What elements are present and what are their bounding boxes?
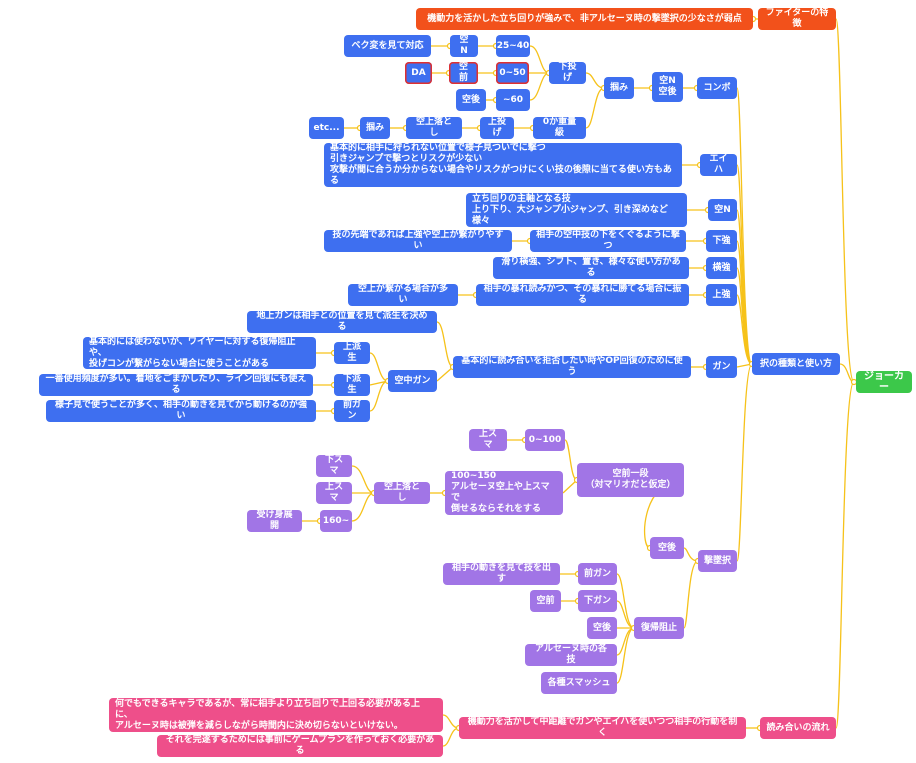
kill-bair2[interactable]: 空後 [587,617,617,639]
gun-down-desc[interactable]: 一番使用頻度が多い。着地をごまかしたり、ライン回復にも使える [39,374,313,396]
gun-fwd[interactable]: 前ガン [334,400,370,422]
combo-down-throw[interactable]: 下投げ [549,62,586,84]
combo-node[interactable]: コンボ [697,77,737,99]
nair-desc[interactable]: 立ち回りの主軸となる技 上り下り、大ジャンプ小ジャンプ、引き深めなど様々 [466,193,687,227]
kill-smashes[interactable]: 各種スマッシュ [541,672,617,694]
gun-up-deriv[interactable]: 上派生 [334,342,370,364]
utilt-desc[interactable]: 相手の暴れ読みかつ、その暴れに勝てる場合に振る [476,284,689,306]
kill-dsmash[interactable]: 下スマ [316,455,352,477]
combo-nair-pct[interactable]: 25~40 [496,35,530,57]
flow-node[interactable]: 読み合いの流れ [760,717,836,739]
gun-up-desc[interactable]: 基本的には使わないが、ワイヤーに対する復帰阻止や、 投げコンが繋がらない場合に使… [83,337,316,369]
combo-bair-pct[interactable]: ~60 [496,89,530,111]
tilt-desc[interactable]: 基本的に相手に狩られない位置で様子見ついでに撃つ 引きジャンプで撃つとリスクが少… [324,143,682,187]
kill-dgun[interactable]: 下ガン [578,590,617,612]
gun-node[interactable]: ガン [706,356,737,378]
root-node[interactable]: ジョーカー [856,371,912,393]
kill-fgun-desc[interactable]: 相手の動きを見て技を出す [443,563,560,585]
kill-tech[interactable]: 受け身展開 [247,510,302,532]
flow-note2[interactable]: それを完遂するためには事前にゲームプランを作っておく必要がある [157,735,443,757]
kill-usmash[interactable]: 上スマ [469,429,507,451]
flow-desc[interactable]: 機動力を活かして中距離でガンやエイハを使いつつ相手の行動を制く [459,717,746,739]
kill-bair[interactable]: 空後 [650,537,684,559]
tilt-node[interactable]: エイハ [700,154,737,176]
moves-node[interactable]: 択の種類と使い方 [752,353,840,375]
combo-nair[interactable]: 空N [450,35,478,57]
feature-desc[interactable]: 機動力を活かした立ち回りが強みで、非アルセーヌ時の撃墜択の少なさが弱点 [416,8,753,30]
dtilt-sub[interactable]: 技の先端であれば上強や空上が繋がりやすい [324,230,512,252]
kill-pct-0-100[interactable]: 0~100 [525,429,565,451]
combo-fair[interactable]: 空前 [449,62,478,84]
combo-reverse[interactable]: ベク変を見て対応 [344,35,431,57]
utilt-node[interactable]: 上強 [706,284,737,306]
gun-air[interactable]: 空中ガン [388,370,437,392]
flow-note1[interactable]: 何でもできるキャラであるが、常に相手より立ち回りで上回る必要がある上に、 アルセ… [109,698,443,732]
dtilt-node[interactable]: 下強 [706,230,737,252]
dtilt-desc[interactable]: 相手の空中技の下をくぐるように撃つ [530,230,686,252]
gun-desc[interactable]: 基本的に読み合いを拒否したい時やOP回復のために使う [453,356,691,378]
kill-edgeguard[interactable]: 復帰阻止 [634,617,684,639]
combo-nair-bair[interactable]: 空N 空後 [652,72,683,102]
kill-step[interactable]: 空前一段 （対マリオだと仮定） [577,463,684,497]
combo-etc[interactable]: etc... [309,117,344,139]
combo-air-drop[interactable]: 空上落とし [406,117,462,139]
kill-fair[interactable]: 空前 [530,590,561,612]
kill-usmash2[interactable]: 上スマ [316,482,352,504]
combo-grab[interactable]: 掴み [604,77,634,99]
combo-grab2[interactable]: 掴み [360,117,390,139]
ftilt-node[interactable]: 横強 [706,257,737,279]
kill-node[interactable]: 撃墜択 [698,550,737,572]
kill-arsene-moves[interactable]: アルセーヌ時の各技 [525,644,617,666]
utilt-sub[interactable]: 空上が繋がる場合が多い [348,284,458,306]
combo-bair[interactable]: 空後 [456,89,486,111]
ftilt-desc[interactable]: 滑り横強、シフト、置き、様々な使い方がある [493,257,689,279]
nair-node[interactable]: 空N [708,199,737,221]
combo-up-throw[interactable]: 上投げ [480,117,514,139]
kill-air-drop[interactable]: 空上落とし [374,482,430,504]
feature-node[interactable]: ファイターの特徴 [758,8,836,30]
kill-fgun[interactable]: 前ガン [578,563,617,585]
combo-fair-pct[interactable]: 0~50 [496,62,529,84]
combo-up-throw-pct[interactable]: 0か重量級 [533,117,586,139]
combo-da[interactable]: DA [405,62,432,84]
kill-pct-160[interactable]: 160~ [320,510,352,532]
gun-down-deriv[interactable]: 下派生 [334,374,370,396]
gun-fwd-desc[interactable]: 様子見で使うことが多く、相手の動きを見てから動けるのが強い [46,400,316,422]
gun-ground[interactable]: 地上ガンは相手との位置を見て派生を決める [247,311,437,333]
kill-arsene[interactable]: 100~150 アルセーヌ空上や上スマで 倒せるならそれをする [445,471,563,515]
